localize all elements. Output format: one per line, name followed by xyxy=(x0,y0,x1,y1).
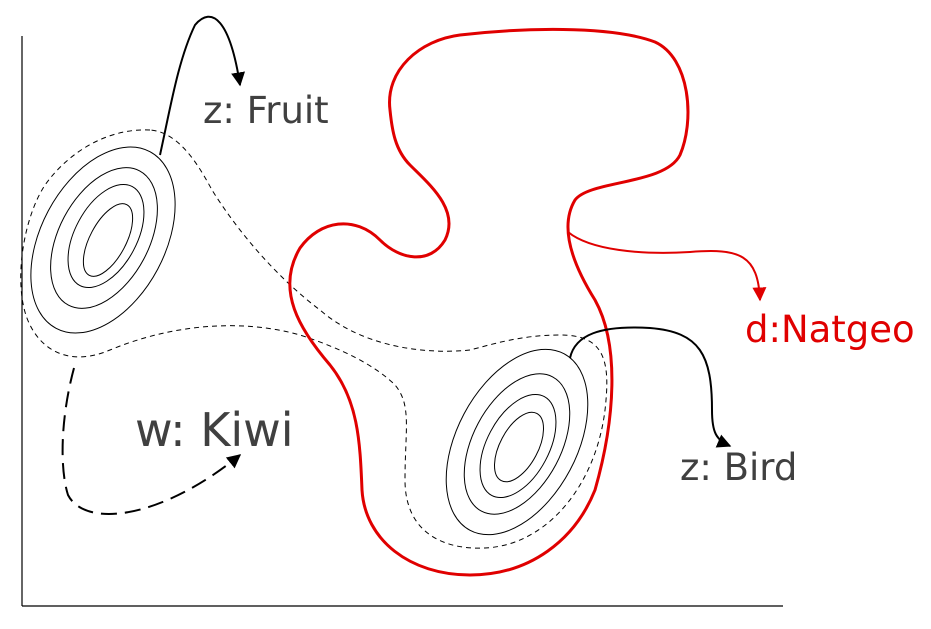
axes xyxy=(21,36,783,607)
natgeo-arrow xyxy=(567,231,767,302)
fruit-label: z: Fruit xyxy=(203,89,329,132)
kiwi-arrow xyxy=(61,367,242,515)
fruit-contour-outer xyxy=(30,146,176,334)
bird-arrow xyxy=(569,326,732,448)
natgeo-label: d:Natgeo xyxy=(745,308,915,351)
kiwi-region-outline xyxy=(20,129,608,549)
fruit-contour-inner xyxy=(67,183,145,289)
bird-contour-core xyxy=(494,411,544,483)
fruit-contour-core xyxy=(82,203,134,277)
bird-cluster-contours xyxy=(445,348,589,536)
kiwi-label: w: Kiwi xyxy=(135,403,294,457)
bird-label: z: Bird xyxy=(680,446,797,489)
bird-contour-mid xyxy=(463,373,571,515)
natgeo-domain-boundary xyxy=(288,27,690,577)
bird-contour-outer xyxy=(445,348,589,536)
fruit-cluster-contours xyxy=(30,146,176,334)
bird-contour-inner xyxy=(479,393,557,499)
fruit-contour-mid xyxy=(50,167,158,309)
fruit-arrow xyxy=(159,15,245,156)
